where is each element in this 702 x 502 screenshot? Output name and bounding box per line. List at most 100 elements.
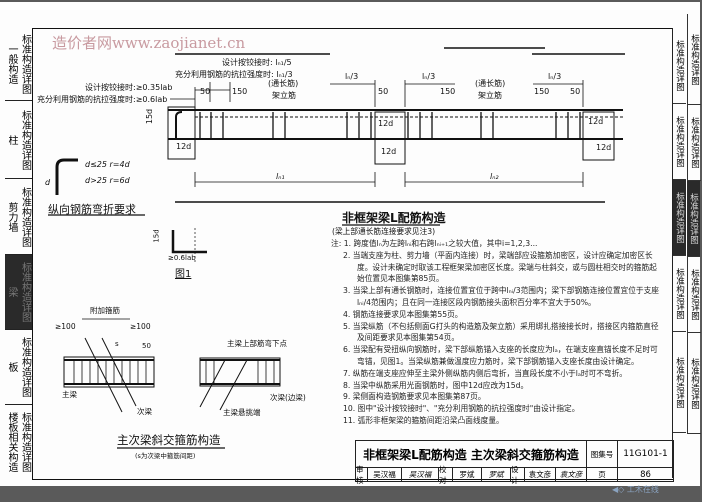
label-left-full: 充分利用钢筋的抗拉强度时:≥0.6lab (37, 95, 168, 104)
sidebar-item-slab-related[interactable]: 楼板相关构造标准构造详图 (5, 405, 32, 478)
sidebar-item-slab[interactable]: 板标准构造详图 (5, 330, 32, 405)
tb-check-sign: 罗斌 (482, 468, 511, 481)
label-ge100: ≥100 (130, 322, 151, 331)
note: 注: 1. 跨度值lₙ为左跨lₙᵢ和右跨lₙᵢ₊₁之较大值，其中i=1,2,3.… (331, 239, 538, 248)
sidebar-label: 一般构造 (6, 44, 17, 84)
note: 2. 当端支座为柱、剪力墙（平面内连接）时，梁端部应设箍筋加密区，设计应确定加密… (343, 250, 657, 284)
tb-page-no: 86 (640, 469, 651, 480)
note: 6. 当梁配有受扭纵向钢筋时，梁下部纵筋锚入支座的长度应为lₐ，在端支座直锚长度… (343, 345, 658, 366)
label-12d: 12d (588, 117, 604, 126)
tb-design-sign: 袁文彦 (556, 468, 587, 481)
sidebar-label: 剪力墙 (6, 201, 17, 232)
label-50: 50 (142, 342, 151, 350)
tb-check-label: 校对 (439, 465, 453, 485)
sidebar-label: 楼板相关构造 (6, 411, 17, 472)
skew-right-drawing (199, 357, 281, 411)
bend-rule-1: d≤25 r=4d (85, 160, 130, 169)
label-ln3: lₙ/3 (345, 72, 359, 81)
label-150: 150 (534, 87, 550, 96)
right-tab[interactable]: 标准构造详图 (687, 14, 701, 105)
right-support (582, 111, 615, 161)
label-through-bar: (通长筋) (268, 79, 299, 88)
stirrups (199, 112, 581, 139)
note: 10. 图中"设计按铰接时"、"充分利用钢筋的抗拉强度时"由设计指定。 (343, 404, 580, 414)
right-tab[interactable]: 标准构造详图 (673, 104, 686, 180)
sidebar-item-column[interactable]: 柱标准构造详图 (5, 101, 32, 179)
fig1-title: 图1 (175, 269, 192, 280)
fig1-bar (171, 230, 207, 254)
logo-icon: ◀◇ (612, 485, 627, 494)
main-frame (32, 28, 673, 480)
label-cantilever: 主梁悬挑端 (223, 408, 261, 417)
note: 4. 钢筋连接要求见本图集第55页。 (343, 309, 463, 319)
right-tab-active[interactable]: 标准构造详图 (673, 180, 686, 256)
tb-atlas-no: 11G101-1 (618, 441, 673, 468)
right-tab-active[interactable]: 标准构造详图 (687, 181, 700, 257)
sidebar-sub: 标准构造详图 (19, 262, 31, 322)
tb-design-label: 设计 (511, 465, 525, 485)
tb-atlas-label: 图集号 (587, 441, 618, 468)
label-edge-beam: 次梁(边梁) (270, 393, 306, 402)
label-50: 50 (200, 87, 211, 96)
fig1-anchor: ≥0.6lab (168, 254, 196, 262)
right-tab[interactable]: 标准构造详图 (673, 28, 686, 104)
label-bend-point: 主梁上部筋弯下点 (227, 339, 287, 348)
dimension-lines (170, 80, 584, 187)
label-erect-bar: 架立筋 (478, 91, 502, 100)
sidebar-sub: 标准构造详图 (19, 337, 31, 397)
label-extra-stirrup: 附加箍筋 (90, 306, 120, 315)
skew-subtitle: (s为次梁中箍筋间距) (135, 452, 196, 460)
label-s: s (115, 340, 119, 348)
label-ln1: lₙ₁ (276, 172, 285, 181)
drawing-sheet: 一般构造标准构造详图 柱标准构造详图 剪力墙标准构造详图 梁标准构造详图 板标准… (0, 2, 701, 486)
right-tabs: 标准构造详图 标准构造详图 标准构造详图 标准构造详图 标准构造详图 标准构造详… (672, 14, 701, 478)
main-title: 非框架梁L配筋构造 (342, 211, 446, 225)
label-150: 150 (232, 87, 248, 96)
label-through-bar: (通长筋) (475, 79, 506, 88)
right-tab[interactable]: 标准构造详图 (687, 105, 701, 181)
right-tab[interactable]: 标准构造详图 (687, 257, 701, 333)
note: 8. 当梁中纵筋采用光面钢筋时，图中12d应改为15d。 (343, 380, 529, 390)
site-logo: ◀◇ 工木在线 (612, 484, 659, 495)
bend-d: d (45, 178, 51, 187)
label-ln2: lₙ₂ (490, 172, 499, 181)
bend-bar (55, 158, 78, 195)
label-12d: 12d (596, 143, 612, 152)
tb-review-sign: 吴汉福 (402, 468, 439, 481)
label-12d: 12d (378, 119, 394, 128)
sidebar-sub: 标准构造详图 (19, 186, 31, 247)
tb-checker: 罗斌 (453, 468, 482, 481)
note: 3. 当梁上部有通长钢筋时，连接位置宜位于跨中lₙᵢ/3范围内；梁下部钢筋连接位… (343, 286, 659, 307)
label-50: 50 (378, 87, 389, 96)
tb-title: 非框架梁L配筋构造 主次梁斜交箍筋构造 (356, 441, 587, 468)
label-50: 50 (570, 87, 581, 96)
skew-title: 主次梁斜交箍筋构造 (117, 433, 221, 447)
label-12d: 12d (176, 142, 192, 151)
logo-text: 工木在线 (626, 485, 659, 494)
right-tab[interactable]: 标准构造详图 (673, 256, 686, 332)
label-ln3: lₙ/3 (548, 72, 562, 81)
label-left-hinged: 设计按铰接时:≥0.35lab (85, 83, 173, 92)
sidebar-label: 柱 (6, 134, 17, 145)
tb-designer: 袁文彦 (525, 468, 556, 481)
label-15d: 15d (145, 108, 155, 125)
label-ln3: lₙ/3 (422, 72, 436, 81)
label-150: 150 (440, 87, 456, 96)
sidebar-item-beam[interactable]: 梁标准构造详图 (5, 255, 32, 330)
label-ge100: ≥100 (55, 322, 76, 331)
sidebar-item-general[interactable]: 一般构造标准构造详图 (5, 28, 32, 101)
watermark: 造价者网www.zaojianet.cn (52, 34, 246, 52)
sidebar-sub: 标准构造详图 (19, 411, 31, 472)
label-top-hinged: 设计按铰接时: lₙ₁/5 (222, 58, 292, 67)
skew-left-drawing (63, 318, 155, 413)
hook (175, 111, 183, 139)
label-erect-bar: 架立筋 (272, 91, 296, 100)
sidebar-item-shear-wall[interactable]: 剪力墙标准构造详图 (5, 179, 32, 255)
right-tab[interactable]: 标准构造详图 (687, 333, 701, 434)
tb-review-label: 审核 (356, 465, 368, 485)
bend-rule-2: d>25 r=6d (85, 176, 130, 185)
right-tab[interactable]: 标准构造详图 (673, 332, 686, 433)
main-subtitle: (梁上部通长筋连接要求见注3) (332, 227, 436, 236)
bend-title: 纵向钢筋弯折要求 (48, 203, 136, 216)
tb-reviewer: 吴汉福 (368, 468, 402, 481)
